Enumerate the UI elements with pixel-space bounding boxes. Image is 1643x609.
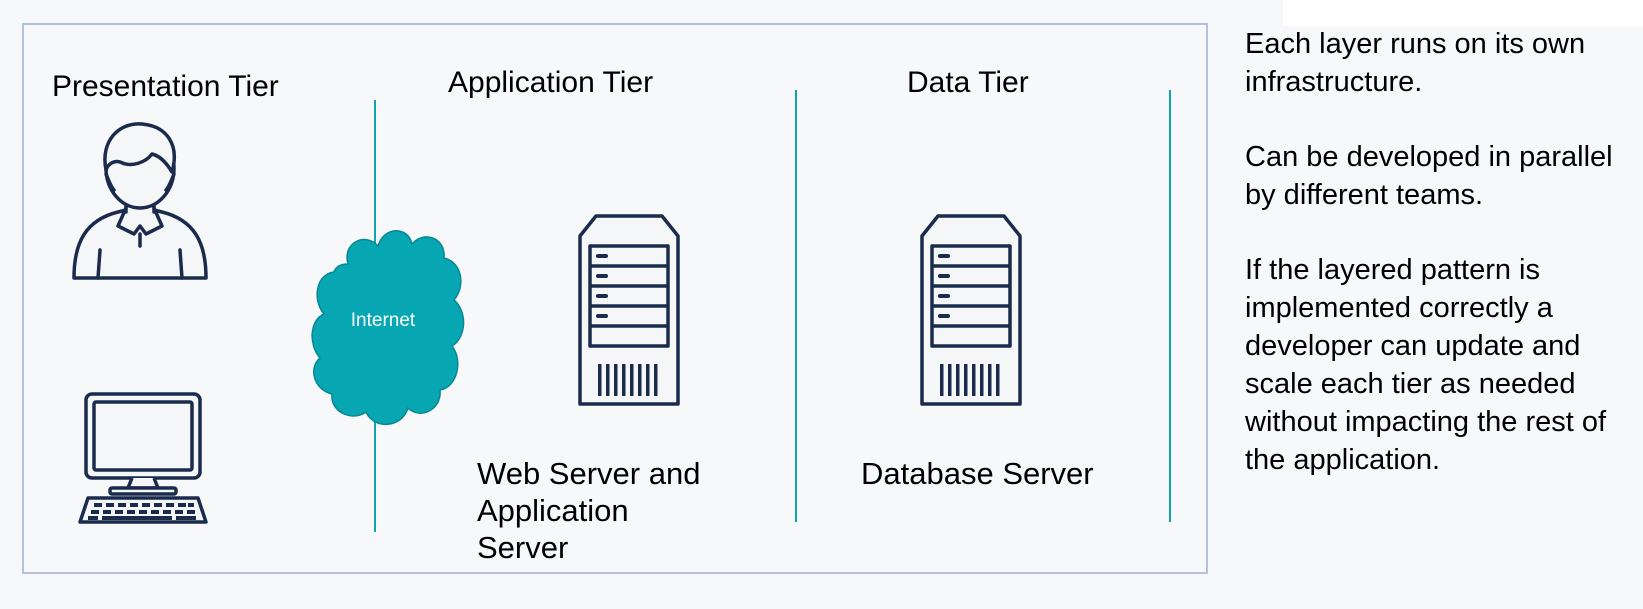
user-icon: [72, 122, 208, 280]
data-tier-title: Data Tier: [907, 66, 1029, 99]
presentation-tier-title: Presentation Tier: [52, 70, 279, 103]
internet-label: Internet: [350, 310, 416, 331]
internet-cloud-icon: [311, 230, 465, 426]
desktop-computer-icon: [78, 392, 208, 524]
side-notes: Each layer runs on its own infrastructur…: [1245, 25, 1635, 516]
web-server-caption: Web Server and Application Server: [477, 456, 701, 565]
top-right-strip: [1283, 0, 1643, 26]
application-tier-title: Application Tier: [448, 66, 654, 99]
note-infrastructure: Each layer runs on its own infrastructur…: [1245, 28, 1586, 98]
database-server-icon: [920, 214, 1022, 406]
note-parallel-development: Can be developed in parallel by differen…: [1245, 141, 1613, 211]
database-server-caption: Database Server: [861, 456, 1094, 491]
note-layered-pattern: If the layered pattern is implemented co…: [1245, 254, 1607, 476]
divider-application-data: [795, 90, 797, 522]
web-server-icon: [578, 214, 680, 406]
divider-data-end: [1169, 90, 1171, 522]
